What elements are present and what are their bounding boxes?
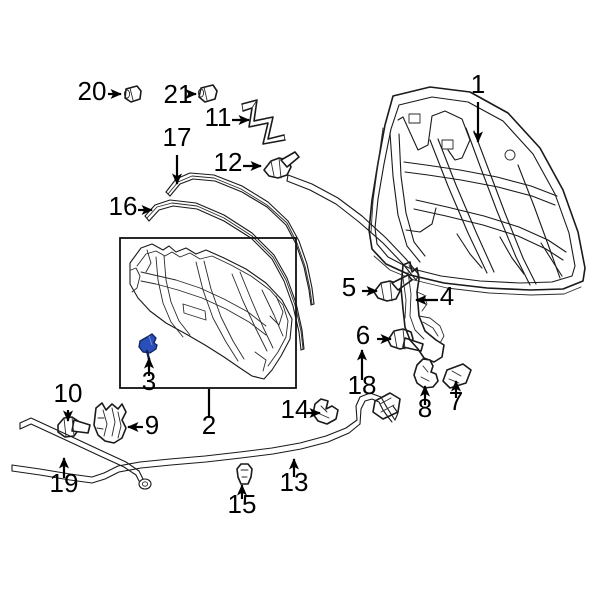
part-cable-retainer-clip: [236, 463, 253, 485]
callout-label-5: 5: [342, 272, 356, 302]
part-hood-hinge: [400, 261, 445, 363]
part-hood-release-rod: [19, 417, 152, 490]
part-seal-grommet: [123, 85, 142, 103]
part-hood-insulator-panel: [129, 243, 293, 380]
callout-label-11: 11: [205, 102, 232, 132]
part-prop-rod-grommet: [197, 84, 218, 103]
callout-label-13: 13: [280, 467, 309, 497]
callout-label-8: 8: [418, 393, 432, 423]
callout-label-12: 12: [214, 147, 243, 177]
callout-label-17: 17: [163, 122, 192, 152]
part-hood-seal-upper: [165, 172, 315, 306]
part-hood-panel: [368, 86, 586, 296]
callout-label-1: 1: [471, 69, 485, 99]
callout-label-9: 9: [145, 410, 159, 440]
callout-label-16: 16: [109, 191, 138, 221]
callout-label-15: 15: [228, 489, 257, 519]
part-prop-rod: [241, 99, 286, 145]
callout-labels: 1 2 3 4 5 6 7 8 9 10 11 12 13 14 15 16 1…: [50, 69, 486, 519]
part-hood-seal-lower: [144, 199, 305, 351]
callout-label-18: 18: [348, 370, 377, 400]
part-hood-bumper-stop: [413, 358, 439, 389]
callout-label-7: 7: [449, 386, 463, 416]
callout-label-4: 4: [440, 281, 454, 311]
part-cable-clip: [312, 398, 339, 425]
callout-label-10: 10: [54, 378, 83, 408]
callout-label-20: 20: [78, 76, 107, 106]
part-hinge-bolt-upper: [373, 274, 413, 302]
callout-label-14: 14: [281, 394, 310, 424]
part-hood-release-cable: [11, 392, 401, 484]
insulator-detail-frame: [119, 237, 297, 389]
part-latch-bolt: [57, 416, 91, 438]
callout-label-21: 21: [164, 79, 193, 109]
callout-label-19: 19: [50, 468, 79, 498]
callout-label-2: 2: [202, 410, 216, 440]
part-hood-latch-striker: [93, 402, 127, 444]
callout-label-3: 3: [142, 366, 156, 396]
callout-label-6: 6: [356, 320, 370, 350]
leader-lines: [58, 88, 484, 499]
part-prop-rod-bolt: [263, 151, 300, 179]
